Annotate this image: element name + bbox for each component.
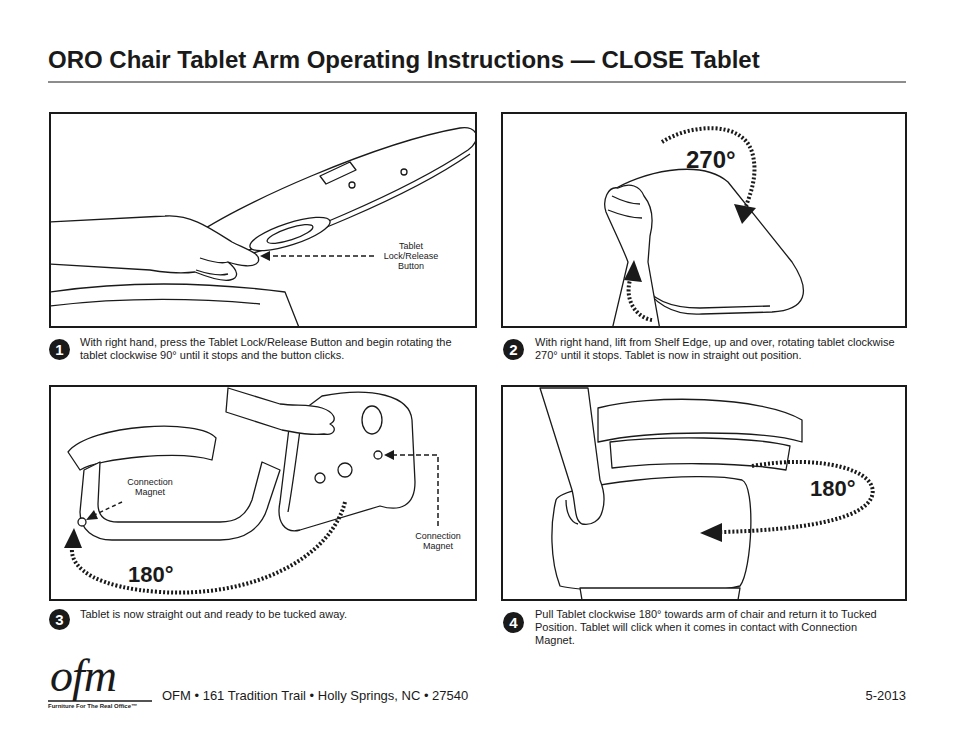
arrowhead bbox=[260, 251, 270, 261]
logo-mark: ofm bbox=[50, 652, 116, 700]
panel-frame bbox=[50, 386, 476, 600]
step-number: 3 bbox=[55, 612, 63, 627]
tablet-illustration bbox=[605, 169, 804, 326]
logo-tagline: Furniture For The Real Office™ bbox=[48, 703, 137, 710]
tablet-illustration bbox=[51, 128, 475, 326]
rotation-arc bbox=[722, 462, 873, 532]
title: ORO Chair Tablet Arm Operating Instructi… bbox=[48, 46, 760, 74]
rotation-arc bbox=[629, 280, 652, 320]
arrowhead bbox=[734, 204, 756, 224]
tablet-illustration bbox=[540, 388, 802, 599]
step-caption: With right hand, lift from Shelf Edge, u… bbox=[535, 336, 895, 362]
leader-line bbox=[268, 255, 374, 257]
leader-line bbox=[92, 502, 122, 516]
logo-rule bbox=[48, 700, 152, 702]
step-number-circle: 4 bbox=[503, 612, 524, 633]
arrowhead bbox=[700, 523, 722, 542]
title-rule bbox=[48, 82, 906, 83]
step-number-circle: 3 bbox=[49, 609, 70, 630]
arrowhead bbox=[624, 260, 642, 282]
panel-frame bbox=[502, 386, 906, 600]
step-number: 4 bbox=[509, 615, 517, 630]
rotation-arc bbox=[72, 502, 345, 593]
step-number: 1 bbox=[55, 342, 63, 357]
tablet-illustration bbox=[68, 388, 415, 540]
callout-label: Connection Magnet bbox=[406, 531, 470, 551]
step-caption: Pull Tablet clockwise 180° towards arm o… bbox=[535, 608, 885, 647]
leader-line bbox=[392, 455, 438, 526]
footer-date: 5-2013 bbox=[866, 689, 906, 704]
panel-frame bbox=[502, 113, 906, 327]
rotation-arc bbox=[662, 128, 754, 206]
step-number-circle: 2 bbox=[503, 339, 524, 360]
angle-label: 180° bbox=[128, 562, 174, 587]
angle-label: 180° bbox=[810, 476, 856, 501]
arrowhead bbox=[86, 510, 98, 520]
arrowhead bbox=[64, 528, 82, 548]
step-caption: Tablet is now straight out and ready to … bbox=[80, 608, 478, 621]
step-number-circle: 1 bbox=[49, 339, 70, 360]
step-number: 2 bbox=[509, 342, 517, 357]
footer-address: OFM • 161 Tradition Trail • Holly Spring… bbox=[162, 689, 468, 704]
callout-label: Tablet Lock/Release Button bbox=[379, 241, 443, 271]
step-caption: With right hand, press the Tablet Lock/R… bbox=[80, 336, 478, 362]
arrowhead bbox=[384, 450, 394, 460]
angle-label: 270° bbox=[686, 146, 736, 174]
callout-label: Connection Magnet bbox=[118, 477, 182, 497]
